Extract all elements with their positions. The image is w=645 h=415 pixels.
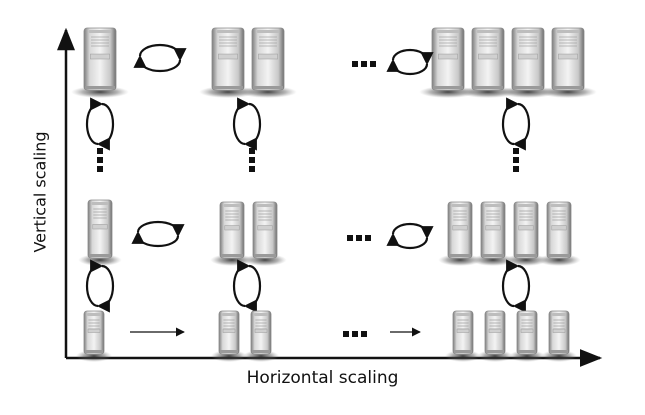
server-mid-2a [210, 201, 254, 266]
ellipsis-dots-icon [343, 331, 367, 337]
server-top-4-2 [459, 27, 517, 98]
server-bot-4-4 [541, 310, 577, 362]
x-axis-label: Horizontal scaling [246, 368, 399, 388]
cycle-arrows-icon [131, 220, 185, 248]
server-bot-1 [76, 310, 112, 362]
server-mid-1 [78, 199, 122, 266]
server-top-2b [239, 27, 297, 98]
y-axis-label: Vertical scaling [30, 131, 50, 253]
ellipsis-dots-icon [249, 148, 255, 172]
ellipsis-dots-icon [513, 148, 519, 172]
server-top-4-3 [499, 27, 557, 98]
cycle-arrows-icon [133, 43, 187, 73]
server-bot-2b [243, 310, 279, 362]
cycle-arrows-icon [386, 48, 434, 76]
server-mid-4-4 [537, 201, 581, 266]
cycle-arrows-icon [501, 259, 531, 313]
cycle-arrows-icon [501, 97, 531, 151]
ellipsis-dots-icon [352, 61, 376, 67]
server-bot-4-1 [445, 310, 481, 362]
server-top-2a [199, 27, 257, 98]
server-bot-2a [211, 310, 247, 362]
cycle-arrows-icon [232, 259, 262, 313]
cycle-arrows-icon [386, 222, 434, 250]
server-mid-4-1 [438, 201, 482, 266]
server-top-1 [71, 27, 129, 98]
ellipsis-dots-icon [97, 148, 103, 172]
server-top-4-1 [419, 27, 477, 98]
server-mid-4-2 [471, 201, 515, 266]
cycle-arrows-icon [85, 97, 115, 151]
server-top-4-4 [539, 27, 597, 98]
server-mid-4-3 [504, 201, 548, 266]
cycle-arrows-icon [232, 97, 262, 151]
server-bot-4-3 [509, 310, 545, 362]
ellipsis-dots-icon [347, 235, 371, 241]
server-mid-2b [243, 201, 287, 266]
server-bot-4-2 [477, 310, 513, 362]
cycle-arrows-icon [85, 259, 115, 313]
